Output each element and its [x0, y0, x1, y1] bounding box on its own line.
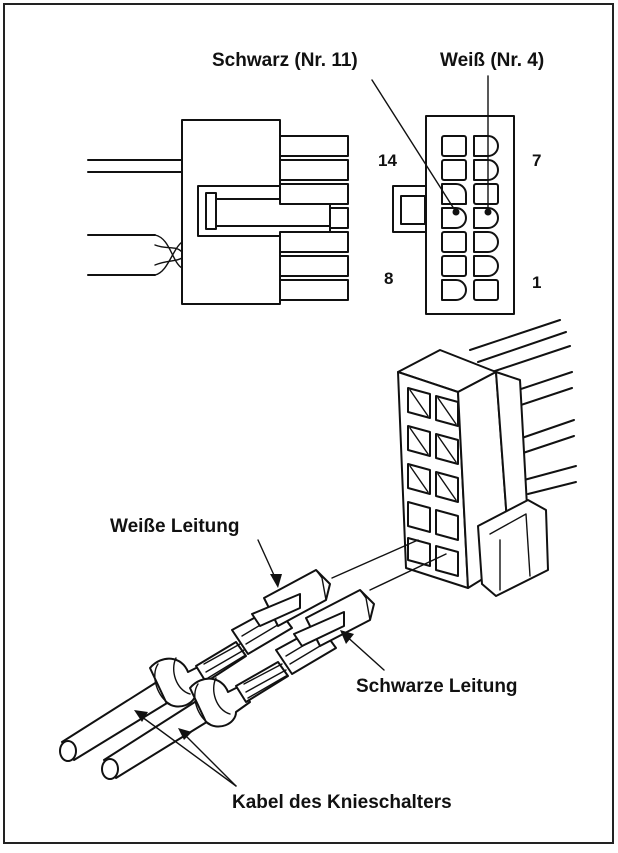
label-weisse-leitung: Weiße Leitung [110, 516, 239, 537]
connector-side-view [87, 119, 349, 305]
label-weiss-nr4: Weiß (Nr. 4) [440, 50, 544, 71]
label-schwarze-leitung: Schwarze Leitung [356, 676, 518, 697]
label-pin-1: 1 [532, 273, 541, 292]
isometric-cavities [407, 387, 459, 577]
connector-pins [279, 135, 349, 301]
label-kabel-knieschalter: Kabel des Knieschalters [232, 792, 452, 813]
leader-schwarz [371, 79, 457, 213]
terminal-black-wire [101, 589, 375, 780]
label-pin-14: 14 [378, 151, 397, 170]
insertion-guide-white [331, 539, 419, 579]
label-pin-7: 7 [532, 151, 541, 170]
connector-front-view [371, 75, 515, 315]
label-schwarz-nr11: Schwarz (Nr. 11) [212, 50, 358, 71]
pin-cavities [441, 135, 499, 301]
connector-isometric-view [397, 319, 577, 597]
callout-arrows [134, 539, 385, 787]
insertion-guide-black [369, 553, 447, 591]
label-pin-8: 8 [384, 269, 393, 288]
terminal-white-wire [59, 569, 331, 762]
